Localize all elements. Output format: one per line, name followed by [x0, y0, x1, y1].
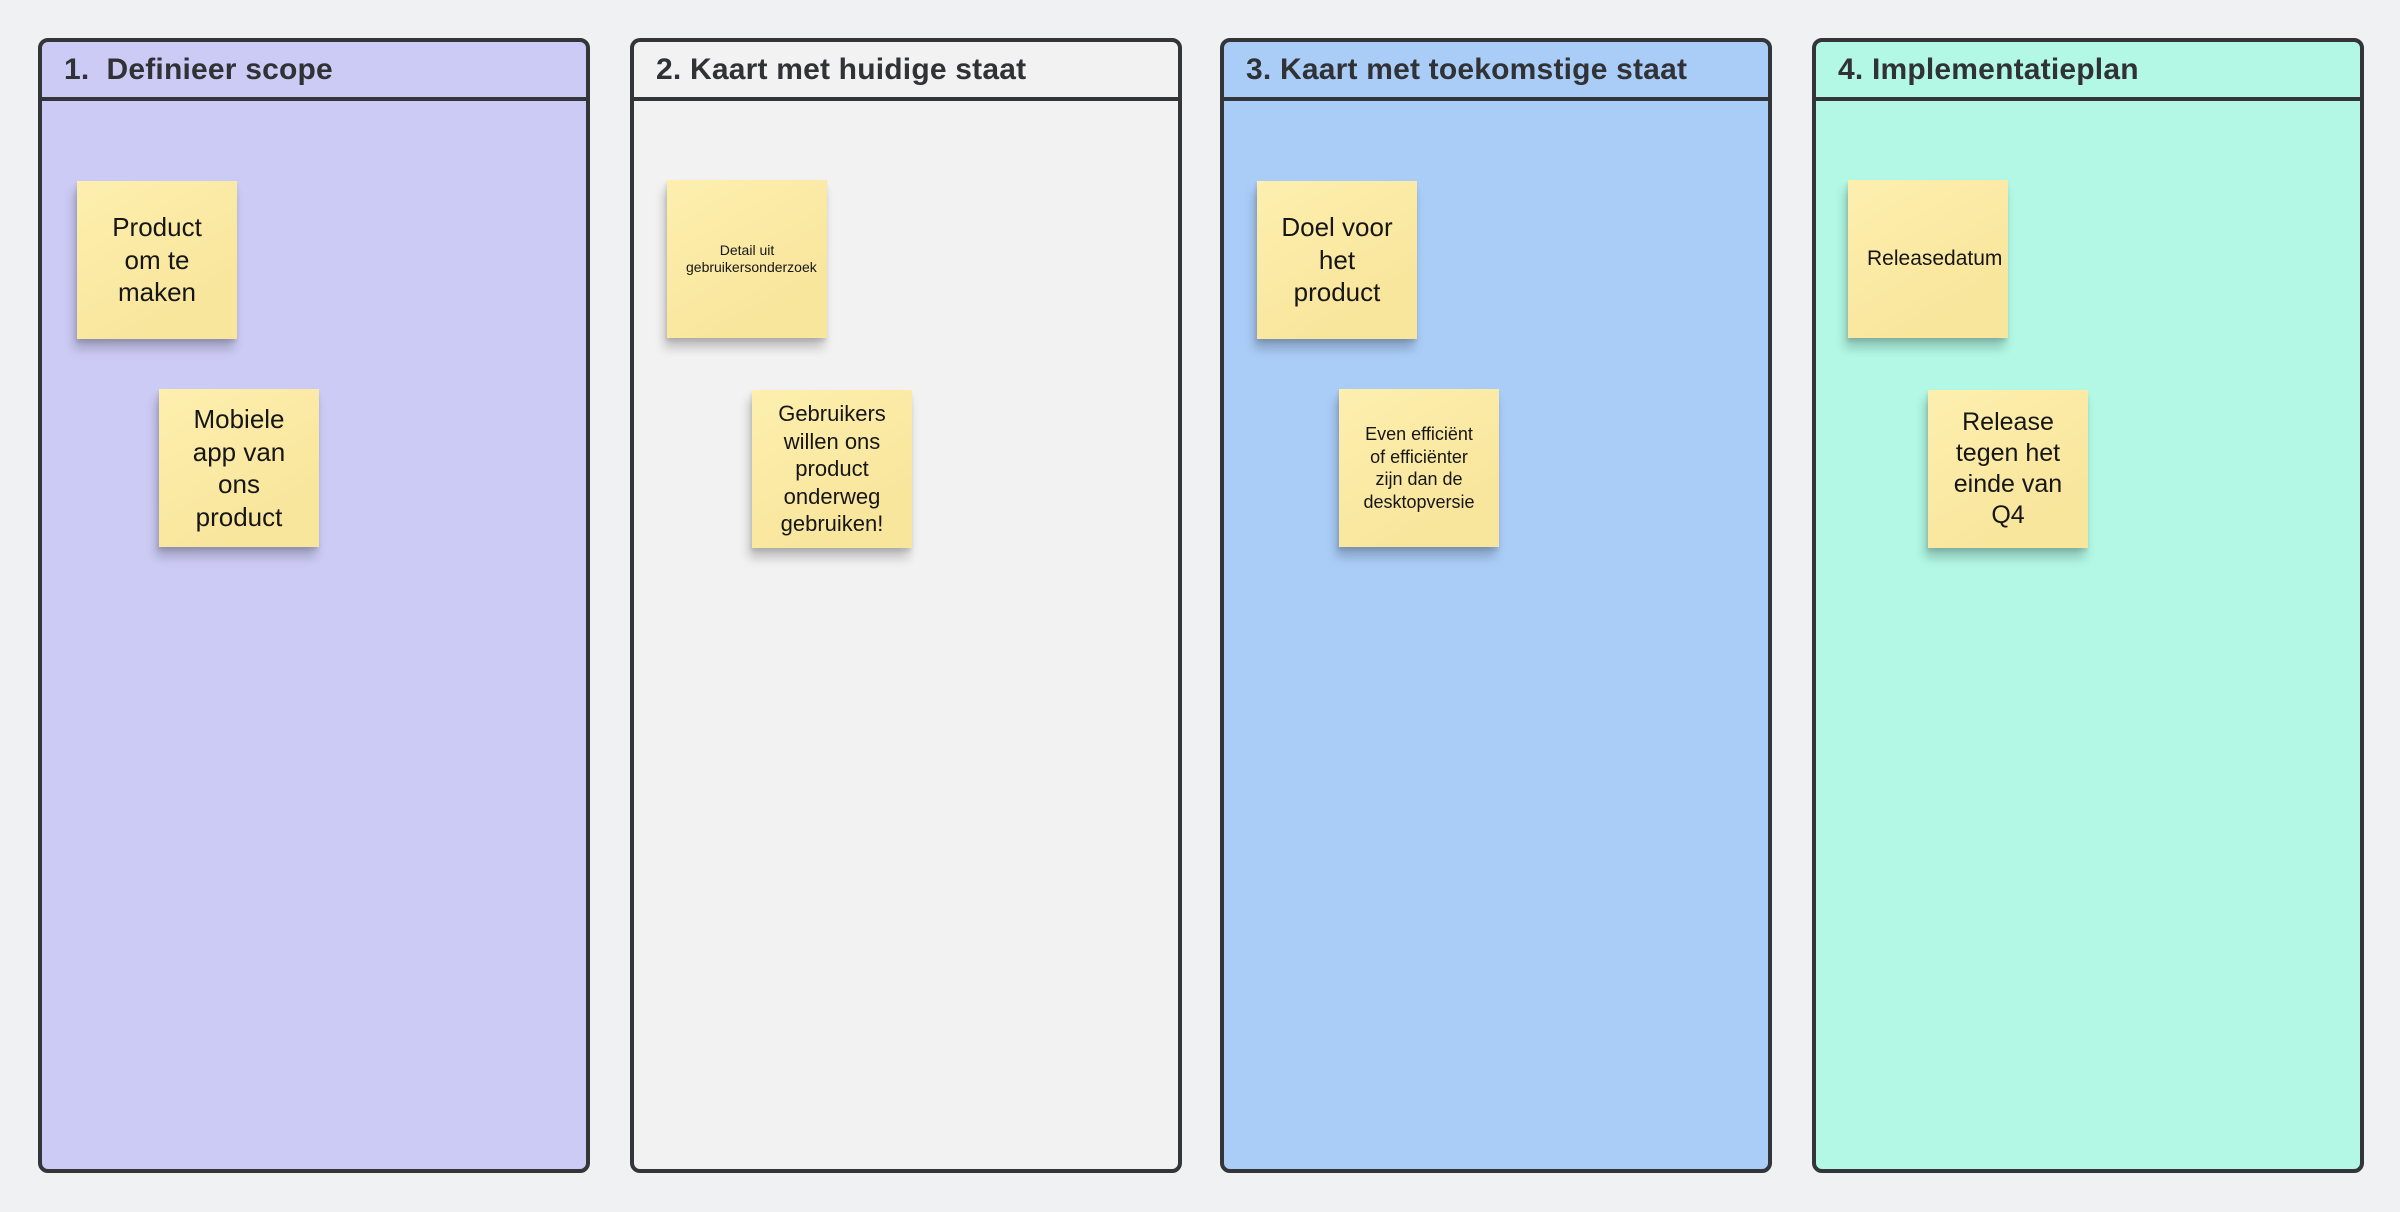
sticky-note-text: Detail uit gebruikersonderzoek	[686, 241, 817, 276]
section-header-implementatieplan[interactable]: 4. Implementatieplan	[1816, 42, 2360, 101]
sticky-note-text: Mobiele app van ons product	[192, 404, 286, 532]
sticky-note[interactable]: Mobiele app van ons product	[159, 389, 319, 547]
sticky-note-text: Doel voor het product	[1281, 212, 1393, 308]
sticky-note[interactable]: Detail uit gebruikersonderzoek	[667, 180, 827, 338]
sticky-note-text: Gebruikers willen ons product onderweg g…	[778, 401, 886, 537]
sticky-note-text: Even efficiënt of efficiënter zijn dan d…	[1363, 424, 1475, 512]
section-title-kaart-met-huidige-staat: 2. Kaart met huidige staat	[656, 52, 1027, 86]
sticky-note-text: Releasedatum	[1867, 246, 2003, 270]
sticky-note[interactable]: Gebruikers willen ons product onderweg g…	[752, 390, 912, 548]
sticky-note-text: Release tegen het einde van Q4	[1953, 407, 2063, 530]
section-header-definieer-scope[interactable]: 1. Definieer scope	[42, 42, 586, 101]
sticky-note[interactable]: Release tegen het einde van Q4	[1928, 390, 2088, 548]
section-header-kaart-met-huidige-staat[interactable]: 2. Kaart met huidige staat	[634, 42, 1178, 101]
section-title-implementatieplan: 4. Implementatieplan	[1838, 52, 2139, 86]
sticky-note[interactable]: Releasedatum	[1848, 180, 2008, 338]
sticky-note-text: Product om te maken	[112, 212, 202, 308]
sticky-note[interactable]: Even efficiënt of efficiënter zijn dan d…	[1339, 389, 1499, 547]
section-title-kaart-met-toekomstige-staat: 3. Kaart met toekomstige staat	[1246, 52, 1688, 86]
sticky-note[interactable]: Product om te maken	[77, 181, 237, 339]
section-title-definieer-scope: 1. Definieer scope	[64, 52, 333, 86]
section-header-kaart-met-toekomstige-staat[interactable]: 3. Kaart met toekomstige staat	[1224, 42, 1768, 101]
sticky-note[interactable]: Doel voor het product	[1257, 181, 1417, 339]
